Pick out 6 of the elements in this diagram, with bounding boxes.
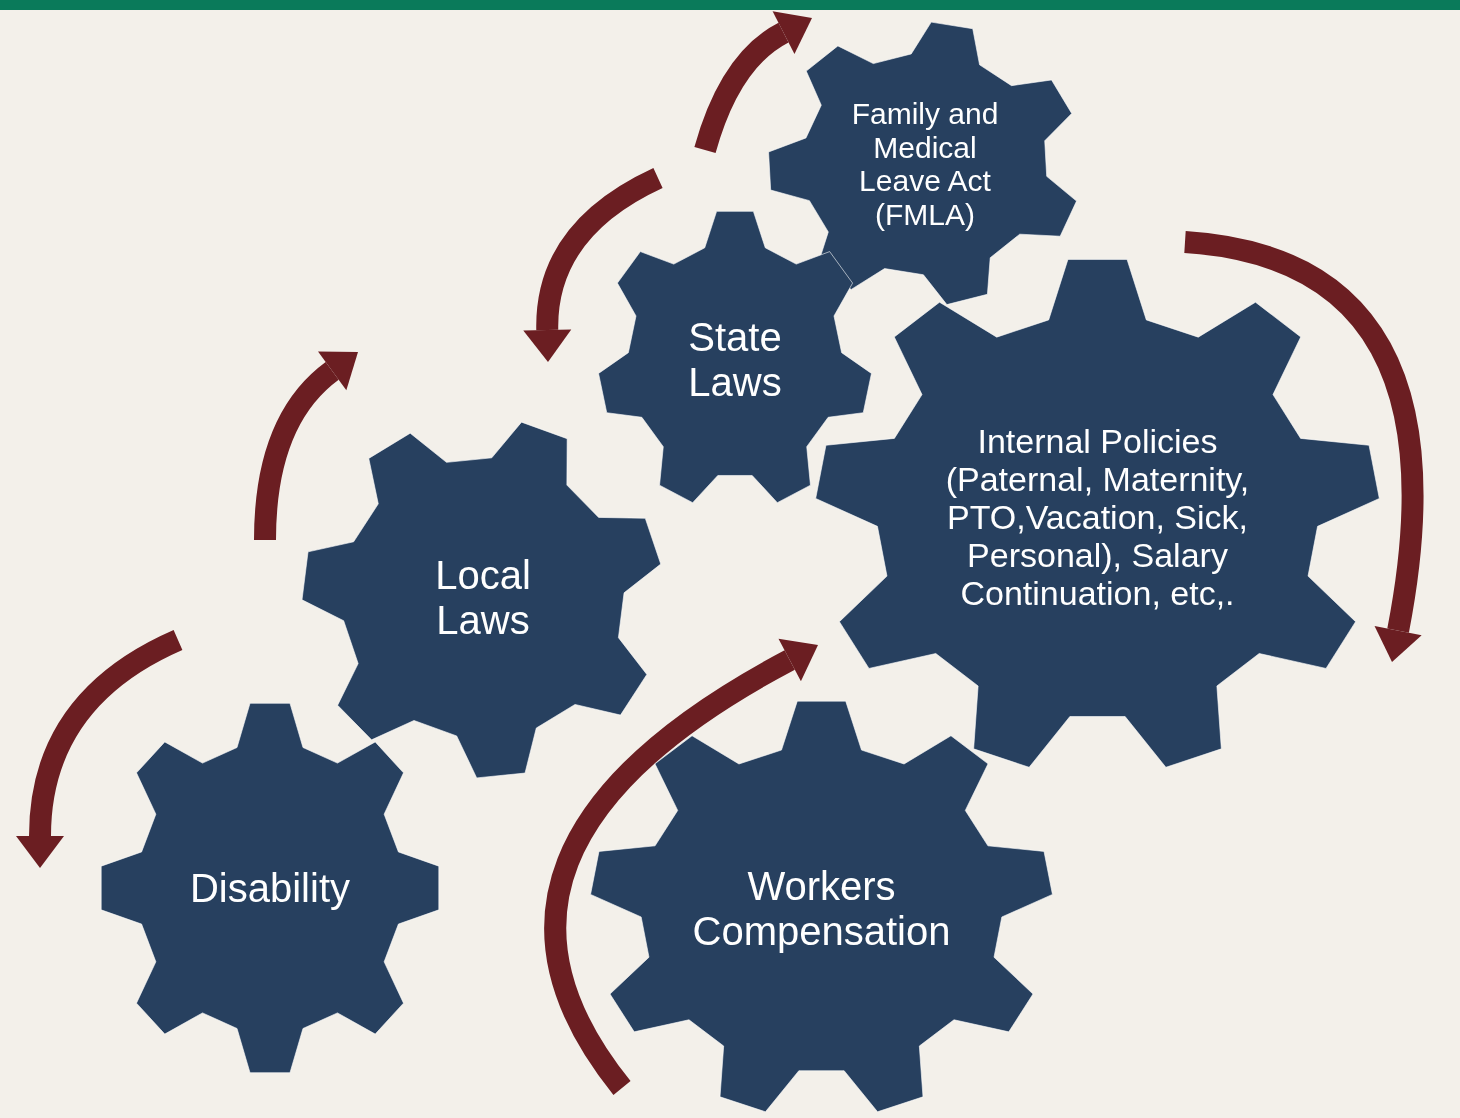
- gear-label: State Laws: [687, 315, 783, 405]
- gear-label: Workers Compensation: [691, 864, 952, 954]
- gear-label: Disability: [188, 865, 351, 911]
- gear-label: Local Laws: [434, 553, 532, 643]
- gear-label: Family and Medical Leave Act (FMLA): [850, 96, 1000, 232]
- gear-label: Internal Policies (Paternal, Maternity, PTO,Vacation, Sick, Personal), Salary Continuation, etc,.: [944, 421, 1251, 612]
